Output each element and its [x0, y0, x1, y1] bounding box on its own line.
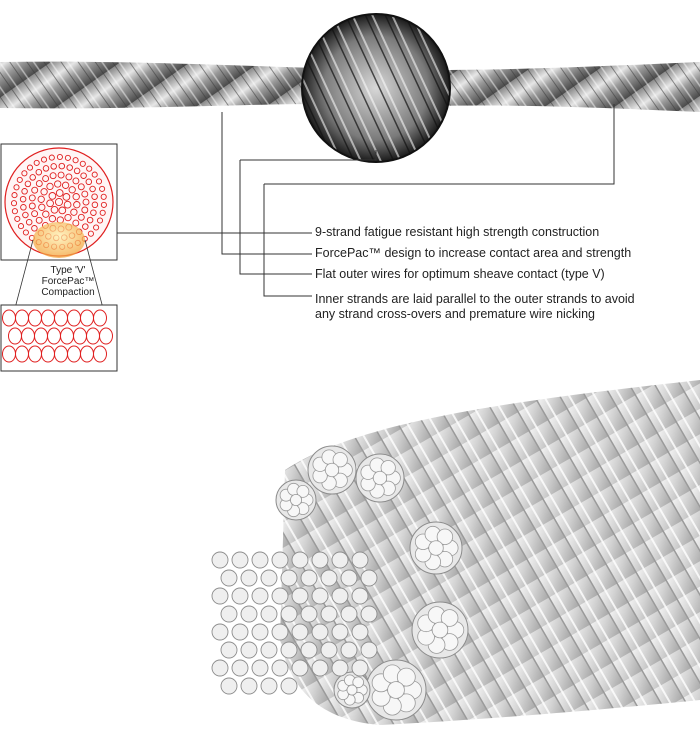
callout-flat-outer-wires: Flat outer wires for optimum sheave cont…	[315, 267, 605, 281]
strand-end	[411, 601, 469, 659]
inset-label-type: Type 'V'	[50, 265, 86, 276]
magnified-rope-detail	[301, 13, 451, 163]
callout-parallel-inner-strands-cont: any strand cross-overs and premature wir…	[315, 307, 595, 321]
core-wires	[211, 551, 378, 695]
inset-label-compaction: Compaction	[41, 287, 95, 298]
callout-parallel-inner-strands: Inner strands are laid parallel to the o…	[315, 292, 635, 306]
strand-end	[333, 671, 371, 709]
strand-end	[307, 445, 357, 495]
callout-strand-construction: 9-strand fatigue resistant high strength…	[315, 225, 600, 239]
leader-lines	[117, 104, 615, 297]
cross-section-inset	[0, 143, 118, 372]
rope-end-3d-illustration	[211, 380, 700, 725]
strand-end	[355, 453, 405, 503]
strand-end	[275, 479, 317, 521]
strand-end	[365, 659, 427, 721]
callout-forcepac-design: ForcePac™ design to increase contact are…	[315, 246, 632, 260]
strand-end	[409, 521, 463, 575]
inset-label-forcepac: ForcePac™	[41, 276, 95, 287]
